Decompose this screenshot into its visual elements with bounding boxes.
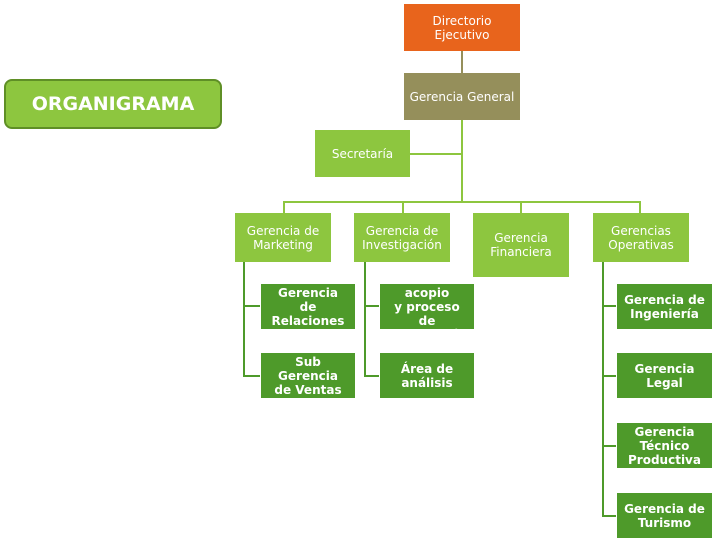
connector-investigacion-drop	[402, 201, 404, 213]
node-gerencia-investigacion: Gerencia de Investigación	[354, 213, 450, 262]
connector-analisis	[364, 375, 380, 377]
node-sub-gerencia-ventas: Sub Gerencia de Ventas	[260, 352, 356, 399]
connector-ventas	[243, 375, 261, 377]
connector-marketing-drop	[283, 201, 285, 213]
node-gerencia-legal: Gerencia Legal	[616, 352, 713, 399]
node-directorio-ejecutivo: Directorio Ejecutivo	[404, 4, 520, 51]
connector-operativas-drop	[639, 201, 641, 213]
connector-financiera-drop	[520, 201, 522, 213]
connector-tecnico	[602, 445, 617, 447]
node-gerencia-general: Gerencia General	[404, 73, 520, 120]
node-gerencia-tecnico-productiva: Gerencia Técnico Productiva	[616, 422, 713, 469]
connector-horizontal-bus	[283, 201, 641, 203]
node-area-acopio: Área de acopio y proceso de información	[379, 272, 475, 342]
node-gerencia-turismo: Gerencia de Turismo	[616, 492, 713, 539]
node-gerencias-operativas: Gerencias Operativas	[593, 213, 689, 262]
node-secretaria: Secretaría	[315, 130, 410, 177]
connector-marketing-spine	[243, 262, 245, 376]
connector-acopio	[364, 305, 380, 307]
node-gerencia-ingenieria: Gerencia de Ingeniería	[616, 283, 713, 330]
page-title: ORGANIGRAMA	[4, 79, 222, 129]
connector-secretaria	[410, 153, 462, 155]
connector-general-trunk	[461, 120, 463, 202]
connector-legal	[602, 375, 617, 377]
connector-turismo	[602, 515, 617, 517]
connector-ingenieria	[602, 305, 617, 307]
connector-directorio-general	[461, 51, 463, 73]
node-area-analisis: Área de análisis	[379, 352, 475, 399]
node-sub-gerencia-relaciones-politicas: Sub Gerencia de Relaciones Políticas	[260, 272, 356, 342]
node-gerencia-financiera: Gerencia Financiera	[473, 213, 569, 277]
connector-operativas-spine	[602, 262, 604, 516]
connector-investigacion-spine	[364, 262, 366, 376]
node-gerencia-marketing: Gerencia de Marketing	[235, 213, 331, 262]
connector-relaciones	[243, 305, 261, 307]
